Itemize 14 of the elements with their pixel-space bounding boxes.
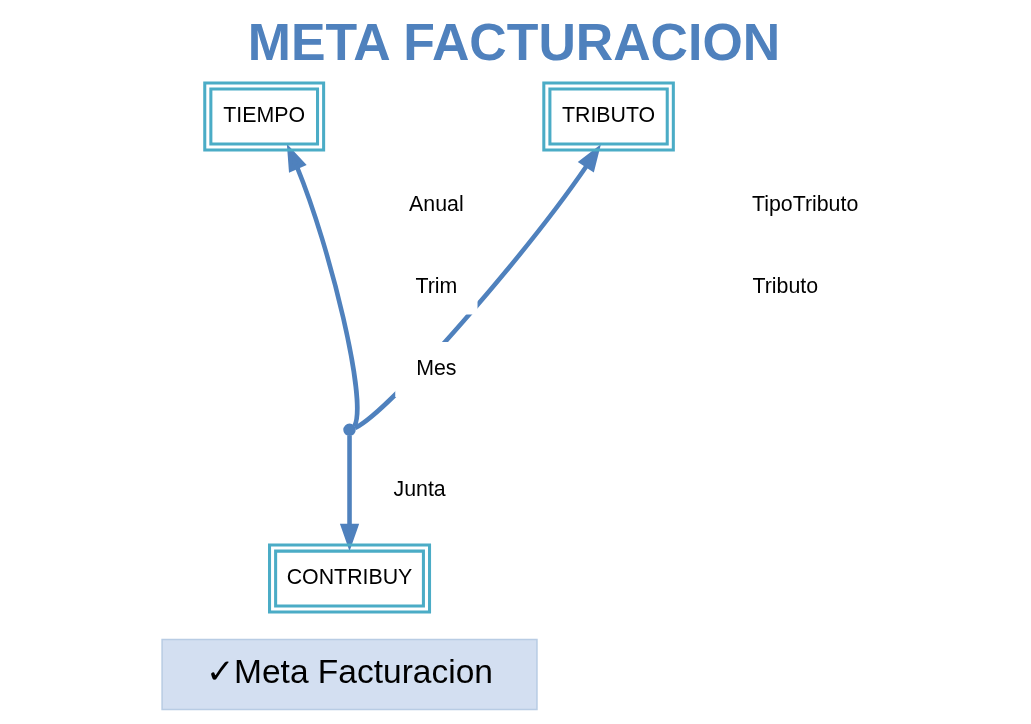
label: Junta [393, 476, 446, 501]
label: TipoTributo [751, 191, 858, 216]
node-box: TRIBUTO [541, 81, 675, 152]
label: Trim [414, 273, 457, 298]
node-point [342, 423, 356, 437]
arrow [339, 435, 359, 552]
label: Tributo [752, 273, 818, 298]
diagram-title: META FACTURACION [247, 13, 780, 72]
arrow [286, 143, 359, 427]
node-box: TIEMPO [202, 81, 325, 152]
label: Anual [408, 191, 464, 216]
node-box: CONTRIBUY [267, 543, 431, 614]
label: Mes [415, 356, 457, 381]
node-box: ✓Meta Facturacion [160, 638, 538, 711]
